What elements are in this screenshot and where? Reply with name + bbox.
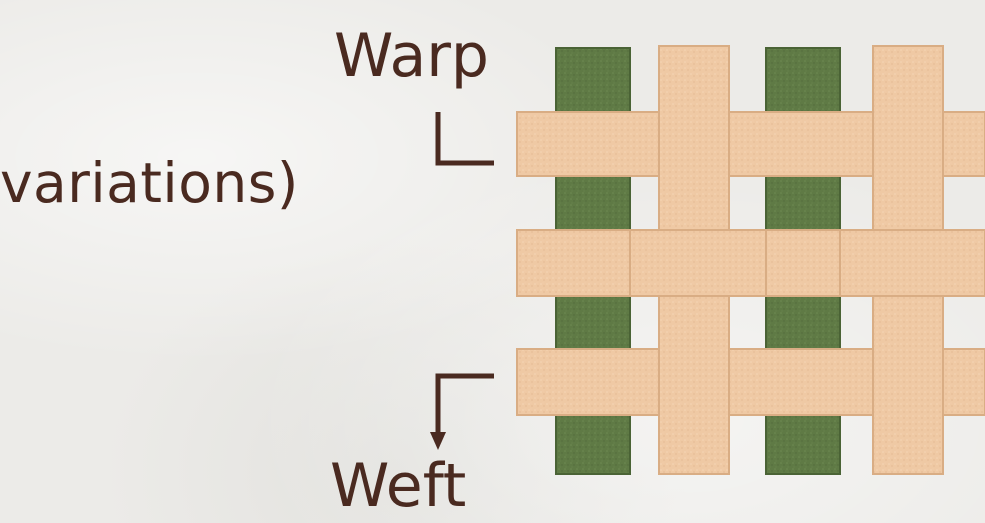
weft-thread-2-over-2 (839, 229, 985, 297)
caption-variations: variations) (0, 151, 299, 215)
weft-thread-2-over-1 (629, 229, 767, 297)
weft-label: Weft (330, 451, 467, 521)
warp-pointer-icon (435, 112, 494, 166)
weft-arrowhead-icon (430, 432, 446, 450)
warp-label: Warp (334, 21, 490, 91)
weft-pointer-icon (435, 373, 494, 438)
